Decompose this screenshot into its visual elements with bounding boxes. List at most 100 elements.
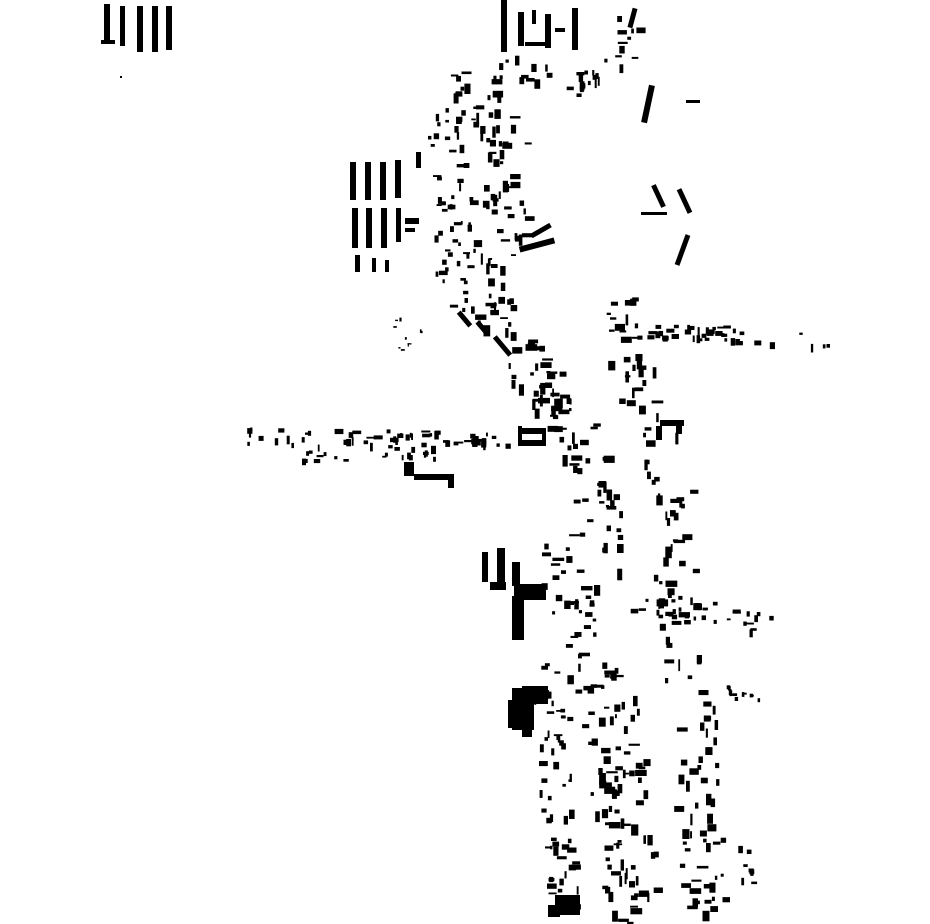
building: [400, 349, 405, 351]
building: [634, 893, 639, 897]
building: [648, 331, 657, 335]
building: [696, 900, 700, 905]
building: [607, 864, 612, 870]
building: [569, 398, 572, 405]
building: [421, 442, 427, 448]
buildings-layer: [101, 0, 830, 924]
building: [453, 222, 462, 226]
building: [538, 397, 550, 404]
building: [248, 432, 252, 438]
building: [619, 64, 624, 74]
building: [647, 335, 655, 340]
building: [707, 824, 717, 832]
building: [555, 594, 563, 602]
building: [548, 892, 557, 895]
building: [704, 715, 712, 721]
building: [519, 200, 525, 206]
building: [395, 160, 401, 198]
building: [614, 809, 620, 814]
building: [496, 443, 500, 447]
building: [532, 399, 536, 410]
building: [697, 327, 700, 336]
building: [617, 544, 624, 553]
building: [592, 74, 597, 80]
building: [334, 456, 338, 460]
building: [483, 325, 491, 337]
building: [557, 738, 561, 743]
building: [696, 335, 701, 344]
building: [504, 183, 510, 192]
building: [635, 762, 643, 769]
building: [411, 446, 416, 453]
building: [434, 235, 439, 243]
building: [635, 354, 643, 362]
building: [104, 4, 110, 44]
building: [459, 144, 465, 154]
building: [605, 886, 611, 894]
building: [585, 595, 592, 599]
building: [613, 494, 620, 501]
building: [492, 126, 496, 138]
building: [712, 841, 721, 845]
building: [120, 76, 122, 78]
building: [749, 693, 753, 698]
building: [692, 568, 700, 574]
building: [665, 611, 674, 616]
building: [673, 512, 679, 521]
building: [706, 330, 714, 336]
building: [382, 455, 387, 458]
building: [746, 611, 750, 617]
building: [460, 221, 463, 225]
building: [678, 774, 685, 785]
building: [475, 439, 481, 446]
building: [323, 452, 327, 457]
building: [496, 125, 500, 134]
building: [524, 216, 535, 221]
building: [617, 30, 627, 35]
building: [491, 79, 503, 85]
building: [721, 333, 725, 337]
building: [734, 611, 741, 614]
building: [560, 708, 566, 713]
building: [477, 320, 481, 327]
building: [405, 434, 410, 441]
building: [511, 254, 516, 256]
building: [559, 740, 564, 746]
building: [606, 506, 617, 510]
building: [305, 432, 309, 435]
building: [555, 28, 565, 32]
building: [507, 214, 515, 219]
building: [689, 888, 702, 894]
building: [724, 338, 728, 342]
building: [510, 305, 518, 312]
building: [556, 710, 562, 712]
building: [703, 838, 707, 843]
building: [520, 440, 546, 446]
building: [647, 835, 653, 846]
building: [658, 602, 661, 609]
building: [697, 603, 702, 611]
building: [552, 575, 560, 580]
building: [638, 608, 646, 611]
building: [531, 346, 541, 351]
building: [542, 358, 553, 361]
building: [604, 674, 610, 678]
building: [656, 609, 660, 616]
building: [490, 303, 497, 309]
building: [505, 328, 509, 338]
building: [464, 83, 471, 94]
building: [553, 734, 563, 737]
building: [619, 875, 623, 887]
building: [483, 441, 487, 444]
building: [687, 905, 698, 910]
building: [540, 362, 552, 368]
building: [712, 601, 718, 606]
building: [499, 63, 504, 70]
building: [476, 112, 480, 125]
building: [574, 600, 579, 610]
building: [443, 440, 449, 443]
building: [493, 75, 497, 81]
building: [644, 427, 652, 431]
building: [614, 775, 619, 783]
building: [552, 611, 556, 615]
